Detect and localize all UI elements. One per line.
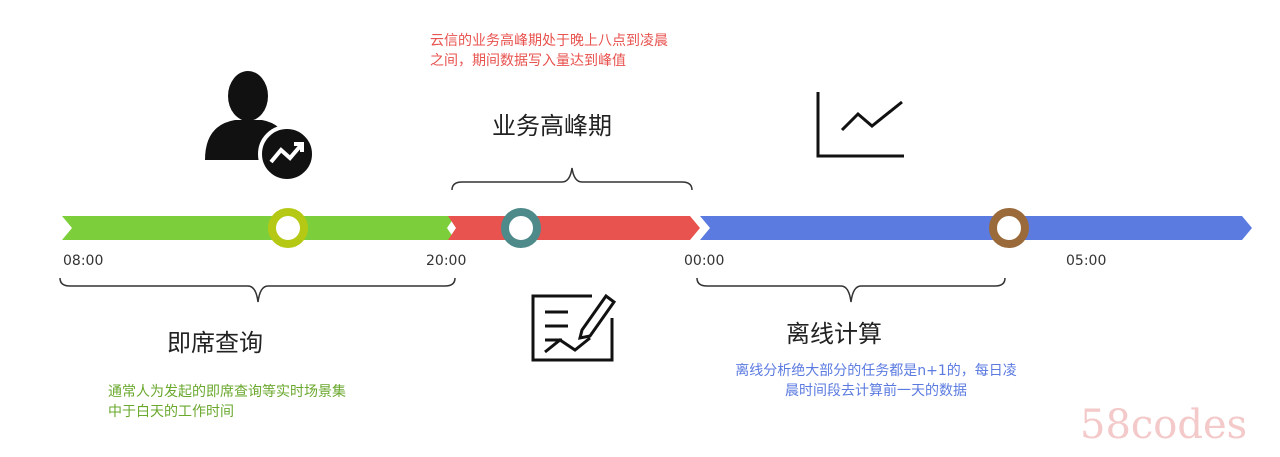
user-trend-icon [205, 71, 316, 183]
peak-note: 云信的业务高峰期处于晚上八点到凌晨 之间，期间数据写入量达到峰值 [430, 31, 668, 71]
daytime-arrow [62, 216, 455, 240]
daytime-note: 通常人为发起的即席查询等实时场景集 中于白天的工作时间 [108, 382, 346, 422]
offline-arrow [700, 216, 1252, 240]
tick-0800: 08:00 [63, 253, 104, 269]
note-line: 晨时间段去计算前一天的数据 [785, 383, 967, 399]
peak-arrow [448, 216, 700, 240]
note-line: 中于白天的工作时间 [108, 404, 234, 420]
note-line: 云信的业务高峰期处于晚上八点到凌晨 [430, 33, 668, 49]
offline-title: 离线计算 [786, 320, 882, 348]
tick-2000: 20:00 [426, 253, 467, 269]
peak-marker [501, 208, 541, 248]
tick-0500: 05:00 [1066, 253, 1107, 269]
watermark: 58codes [1080, 402, 1248, 448]
daytime-brace [59, 277, 456, 303]
edit-document-icon [531, 293, 617, 362]
line-chart-icon [816, 92, 904, 158]
peak-brace [451, 167, 693, 191]
daytime-marker [268, 208, 308, 248]
note-line: 离线分析绝大部分的任务都是n+1的，每日凌 [735, 363, 1017, 379]
tick-0000: 00:00 [684, 253, 725, 269]
offline-note: 离线分析绝大部分的任务都是n+1的，每日凌 晨时间段去计算前一天的数据 [712, 361, 1040, 401]
note-line: 之间，期间数据写入量达到峰值 [430, 53, 626, 69]
offline-marker [989, 208, 1029, 248]
offline-brace [696, 277, 1006, 303]
peak-title: 业务高峰期 [492, 112, 612, 140]
daytime-title: 即席查询 [167, 329, 263, 357]
note-line: 通常人为发起的即席查询等实时场景集 [108, 384, 346, 400]
